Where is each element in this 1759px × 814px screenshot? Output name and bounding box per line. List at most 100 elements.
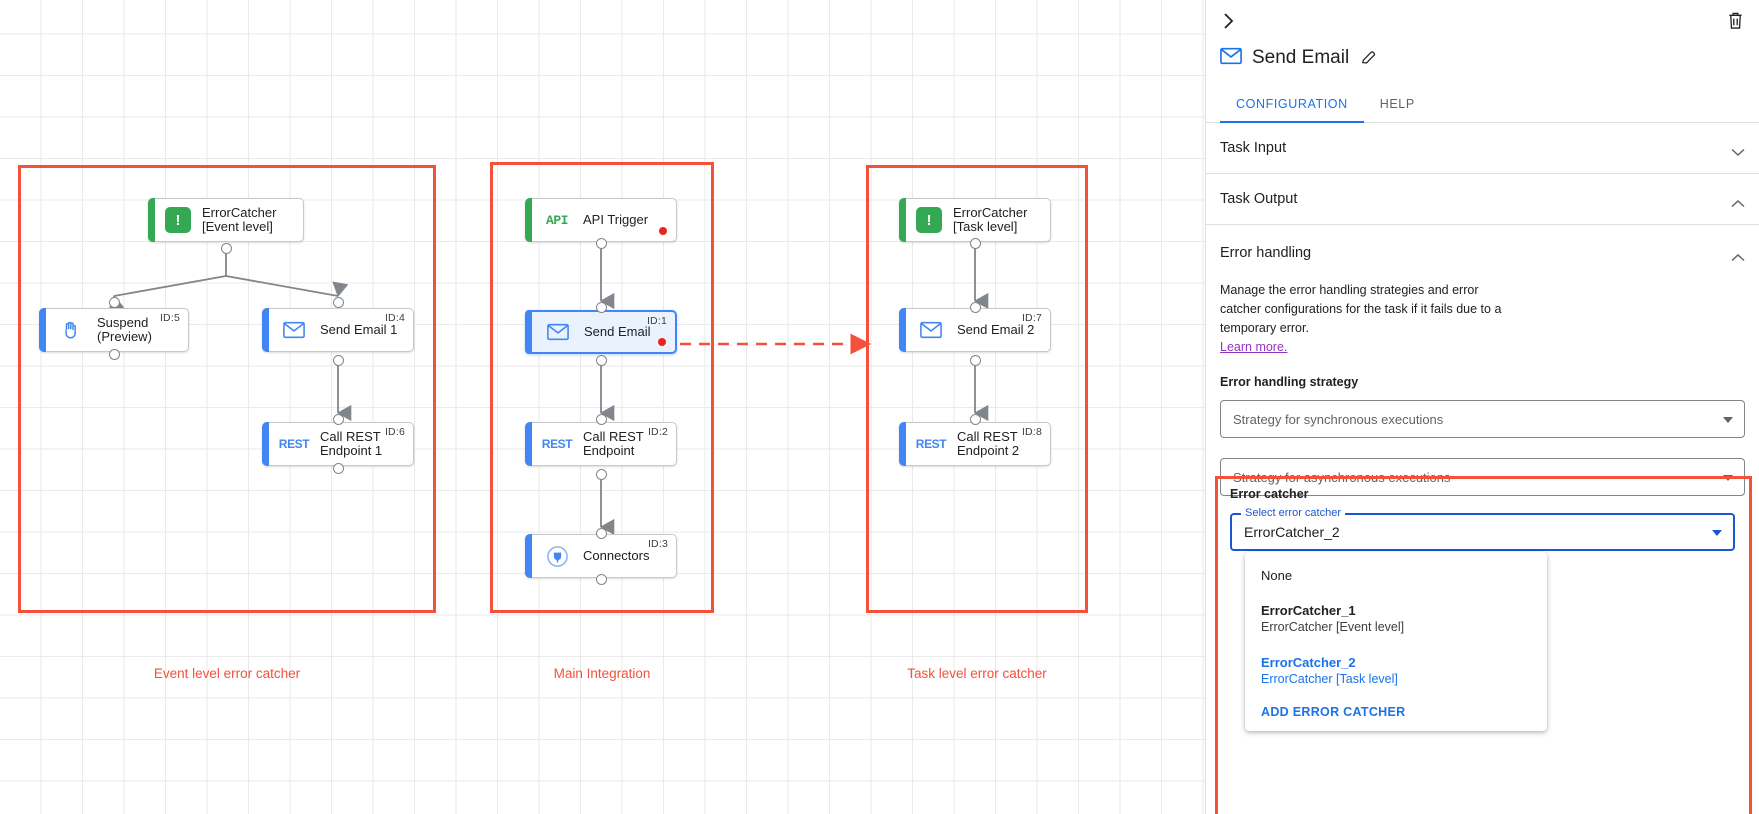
- port-in-call-rest-2[interactable]: [970, 414, 981, 425]
- menu-item-secondary: ErrorCatcher [Event level]: [1261, 620, 1405, 634]
- tab-help[interactable]: HELP: [1379, 96, 1415, 111]
- port-out-send-email-1[interactable]: [333, 355, 344, 366]
- node-send-email[interactable]: Send Email ID:1: [525, 310, 677, 354]
- node-error-catcher-task-level[interactable]: ! ErrorCatcher [Task level]: [899, 198, 1051, 242]
- connectors-icon: [542, 541, 572, 571]
- node-label: Send Email 1: [320, 322, 398, 337]
- port-out-api-trigger[interactable]: [596, 238, 607, 249]
- menu-item-primary: None: [1261, 568, 1293, 583]
- node-label: ErrorCatcher [Task level]: [953, 205, 1028, 234]
- port-in-call-rest[interactable]: [596, 414, 607, 425]
- chevron-down-icon: [1723, 417, 1733, 423]
- node-call-rest-endpoint-2[interactable]: REST Call REST Endpoint 2 ID:8: [899, 422, 1051, 466]
- section-error-handling: Error handling Manage the error handling…: [1206, 225, 1759, 512]
- port-in-connectors[interactable]: [596, 528, 607, 539]
- section-error-handling-body: Manage the error handling strategies and…: [1220, 281, 1745, 512]
- select-error-catcher-value: ErrorCatcher_2: [1244, 524, 1340, 540]
- learn-more-link[interactable]: Learn more.: [1220, 340, 1288, 354]
- node-label: Call REST Endpoint 1: [320, 429, 383, 458]
- node-label: Send Email: [584, 324, 651, 339]
- node-api-trigger[interactable]: API API Trigger: [525, 198, 677, 242]
- node-id-badge: ID:6: [384, 426, 405, 438]
- menu-item-errorcatcher-2[interactable]: ErrorCatcher_2 ErrorCatcher [Task level]: [1245, 649, 1547, 693]
- mail-icon: [279, 315, 309, 345]
- rest-icon-glyph: REST: [541, 437, 573, 451]
- group-box-main-integration: [490, 162, 714, 613]
- node-accent-stripe: [39, 308, 46, 352]
- collapse-panel-chevron-right-icon[interactable]: [1214, 6, 1244, 36]
- node-id-badge: ID:2: [647, 426, 668, 438]
- error-handling-description: Manage the error handling strategies and…: [1220, 283, 1502, 335]
- node-label: Call REST Endpoint: [583, 429, 644, 458]
- node-label: Connectors: [583, 548, 650, 563]
- rest-icon: REST: [278, 429, 310, 459]
- port-out-connectors[interactable]: [596, 574, 607, 585]
- add-error-catcher-button[interactable]: ADD ERROR CATCHER: [1261, 705, 1406, 719]
- node-label: Send Email 2: [957, 322, 1035, 337]
- menu-item-none[interactable]: None: [1245, 562, 1547, 589]
- port-in-send-email-1[interactable]: [333, 297, 344, 308]
- delete-task-trash-icon[interactable]: [1721, 6, 1749, 34]
- node-accent-stripe: [899, 198, 906, 242]
- section-task-output-header[interactable]: Task Output: [1220, 174, 1745, 224]
- port-out-call-rest[interactable]: [596, 469, 607, 480]
- port-out-send-email[interactable]: [596, 355, 607, 366]
- error-indicator-dot: [659, 227, 667, 235]
- error-catcher-icon-glyph: !: [175, 211, 181, 229]
- node-send-email-1[interactable]: Send Email 1 ID:4: [262, 308, 414, 352]
- edit-pencil-icon[interactable]: [1361, 50, 1377, 66]
- node-send-email-2[interactable]: Send Email 2 ID:7: [899, 308, 1051, 352]
- node-call-rest-endpoint[interactable]: REST Call REST Endpoint ID:2: [525, 422, 677, 466]
- port-in-send-email[interactable]: [596, 302, 607, 313]
- group-caption-task-level: Task level error catcher: [907, 666, 1047, 681]
- node-accent-stripe: [148, 198, 155, 242]
- menu-item-errorcatcher-1[interactable]: ErrorCatcher_1 ErrorCatcher [Event level…: [1245, 597, 1547, 641]
- tab-configuration[interactable]: CONFIGURATION: [1220, 85, 1364, 123]
- hand-icon: [56, 315, 86, 345]
- error-catcher-options-menu: None ErrorCatcher_1 ErrorCatcher [Event …: [1245, 552, 1547, 731]
- rest-icon: REST: [541, 429, 573, 459]
- node-suspend[interactable]: Suspend (Preview) ID:5: [39, 308, 189, 352]
- port-out-error-catcher-event[interactable]: [221, 243, 232, 254]
- chevron-up-icon: [1731, 249, 1745, 261]
- port-out-call-rest-1[interactable]: [333, 463, 344, 474]
- sync-strategy-select[interactable]: Strategy for synchronous executions: [1220, 400, 1745, 438]
- error-catcher-icon: !: [165, 207, 191, 233]
- workflow-canvas[interactable]: Event level error catcher Main Integrati…: [0, 0, 1205, 814]
- rest-icon-glyph: REST: [915, 437, 947, 451]
- node-accent-stripe: [525, 534, 532, 578]
- page-title: Send Email: [1252, 47, 1350, 68]
- section-task-input-header[interactable]: Task Input: [1220, 123, 1745, 173]
- chevron-down-icon: [1712, 530, 1722, 536]
- port-out-send-email-2[interactable]: [970, 355, 981, 366]
- mail-icon: [543, 317, 573, 347]
- node-accent-stripe: [525, 198, 532, 242]
- api-icon: API: [542, 205, 572, 235]
- group-caption-main-integration: Main Integration: [553, 666, 651, 681]
- node-id-badge: ID:1: [646, 315, 667, 327]
- node-call-rest-endpoint-1[interactable]: REST Call REST Endpoint 1 ID:6: [262, 422, 414, 466]
- port-out-suspend[interactable]: [109, 349, 120, 360]
- section-title: Task Input: [1220, 140, 1287, 156]
- port-in-suspend[interactable]: [109, 297, 120, 308]
- section-error-handling-header[interactable]: Error handling: [1220, 225, 1745, 281]
- error-handling-strategy-label: Error handling strategy: [1220, 375, 1359, 389]
- node-error-catcher-event-level[interactable]: ! ErrorCatcher [Event level]: [148, 198, 304, 242]
- node-id-badge: ID:8: [1021, 426, 1042, 438]
- section-task-input: Task Input: [1206, 123, 1759, 174]
- node-connectors[interactable]: Connectors ID:3: [525, 534, 677, 578]
- port-out-error-catcher-task[interactable]: [970, 238, 981, 249]
- port-in-send-email-2[interactable]: [970, 302, 981, 313]
- rest-icon-glyph: REST: [278, 437, 310, 451]
- rest-icon: REST: [915, 429, 947, 459]
- mail-icon: [916, 315, 946, 345]
- panel-title-row: Send Email: [1206, 40, 1759, 76]
- section-title: Error handling: [1220, 245, 1312, 261]
- select-error-catcher-dropdown[interactable]: Select error catcher ErrorCatcher_2: [1230, 507, 1735, 551]
- api-icon-glyph: API: [546, 212, 568, 228]
- node-accent-stripe: [525, 422, 532, 466]
- node-accent-stripe: [899, 308, 906, 352]
- error-catcher-title: Error catcher: [1230, 487, 1309, 501]
- port-in-call-rest-1[interactable]: [333, 414, 344, 425]
- node-label: API Trigger: [583, 212, 649, 227]
